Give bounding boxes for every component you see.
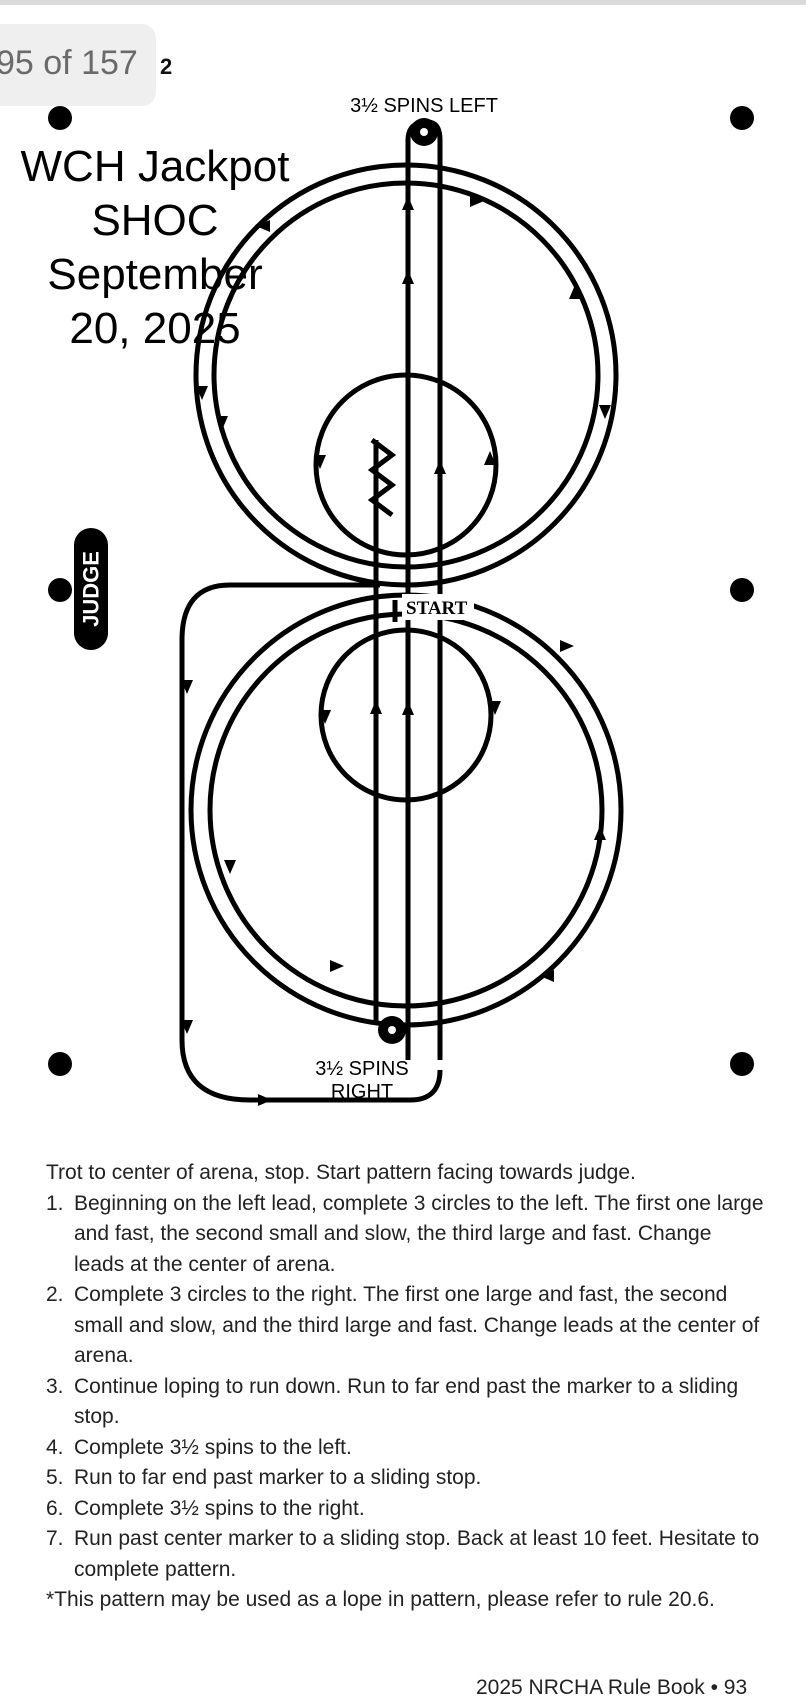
top-spin-label: 3½ SPINS LEFT [350, 95, 498, 117]
event-title-line: 20, 2025 [69, 304, 241, 353]
instruction-step: 4.Complete 3½ spins to the left. [46, 1435, 352, 1459]
outer-return-loop [179, 582, 443, 1103]
page-footer: 2025 NRCHA Rule Book • 93 [476, 1676, 748, 1699]
reining-pattern-diagram: JUDGE 3½ SPINS LEFT START 3½ SPINS RIGHT [48, 95, 754, 1106]
instruction-step: 5.Run to far end past marker to a slidin… [46, 1466, 482, 1489]
instructions-intro: Trot to center of arena, stop. Start pat… [46, 1161, 636, 1184]
instruction-step: 2.Complete 3 circles to the right. The f… [46, 1283, 760, 1367]
pattern-instructions: Trot to center of arena, stop. Start pat… [46, 1158, 766, 1616]
marker-bottom-left [48, 1052, 72, 1076]
page-counter: 95 of 157 [0, 44, 138, 82]
marker-center-left [48, 578, 72, 602]
event-title-overlay: WCH Jackpot SHOC September 20, 2025 [0, 140, 310, 356]
marker-top-left [48, 106, 72, 130]
top-border [0, 0, 806, 5]
event-title-line: WCH Jackpot [20, 142, 290, 191]
bottom-spin-label-line1: 3½ SPINS [315, 1058, 408, 1080]
spin-spots [378, 118, 438, 1044]
start-label: START [406, 598, 468, 619]
rundown-track-top [405, 119, 443, 1060]
instruction-step: 7.Run past center marker to a sliding st… [46, 1527, 760, 1581]
page-counter-suffix: 2 [160, 54, 173, 79]
event-title-line: SHOC [91, 196, 219, 245]
marker-bottom-right [730, 1052, 754, 1076]
judge-label: JUDGE [79, 551, 104, 627]
marker-center-right [730, 578, 754, 602]
instructions-note: *This pattern may be used as a lope in p… [46, 1588, 715, 1611]
rundown-track-bottom [373, 440, 411, 1040]
arena-markers [48, 106, 754, 1076]
direction-arrows [181, 195, 611, 1106]
instruction-step: 1.Beginning on the left lead, complete 3… [46, 1191, 764, 1276]
instruction-step: 6.Complete 3½ spins to the right. [46, 1496, 365, 1520]
marker-top-right [730, 106, 754, 130]
event-title-line: September [47, 250, 263, 299]
page-counter-badge [0, 24, 156, 106]
bottom-spin-label-line2: RIGHT [331, 1081, 393, 1103]
spin-zigzag [367, 438, 397, 517]
instruction-steps: 1.Beginning on the left lead, complete 3… [46, 1189, 766, 1586]
instruction-step: 3.Continue loping to run down. Run to fa… [46, 1374, 739, 1429]
judge-badge: JUDGE [74, 528, 108, 650]
